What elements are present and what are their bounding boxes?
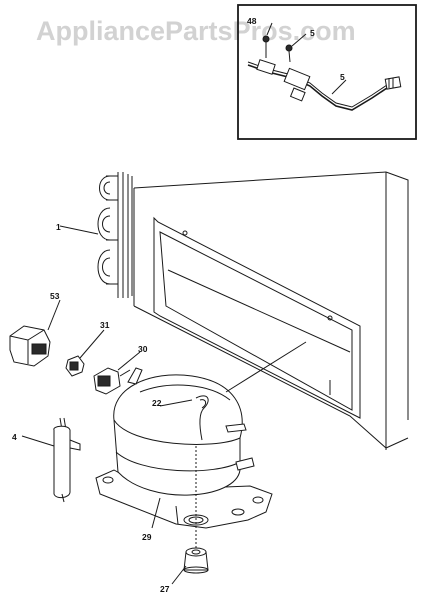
drier-part: 4 — [12, 417, 81, 503]
overload-part: 31 — [65, 320, 110, 377]
condenser-coil: 1 — [56, 172, 133, 298]
compressor-part: 22 29 — [95, 367, 273, 542]
grommet-part: 27 — [160, 446, 209, 594]
callout-30: 30 — [138, 344, 148, 354]
cabinet — [133, 171, 409, 450]
callout-1: 1 — [56, 222, 61, 232]
watermark: AppliancePartsPros.com — [36, 16, 356, 46]
inset-box: 48 5 5 — [237, 4, 417, 140]
callout-31: 31 — [100, 320, 110, 330]
inset-label-5a: 5 — [310, 28, 315, 38]
callout-53: 53 — [50, 291, 60, 301]
callout-29: 29 — [142, 532, 152, 542]
callout-4: 4 — [12, 432, 17, 442]
callout-22: 22 — [152, 398, 162, 408]
relay-part: 53 — [9, 291, 61, 367]
inset-label-5b: 5 — [340, 72, 345, 82]
callout-27: 27 — [160, 584, 170, 594]
cover-part: 30 — [93, 344, 148, 395]
connector-line — [225, 341, 307, 393]
inset-label-48: 48 — [247, 16, 257, 26]
